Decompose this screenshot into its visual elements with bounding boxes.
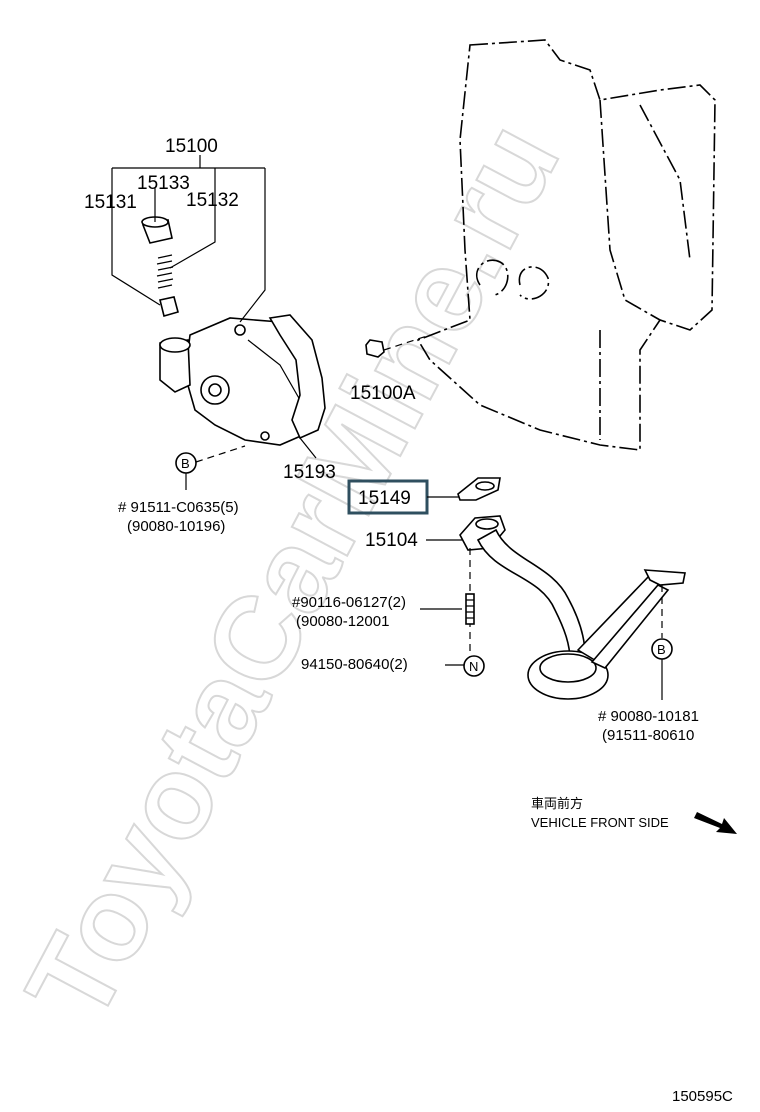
- nut-94150-80640: 94150-80640(2): [301, 656, 408, 673]
- marker-n: N: [469, 659, 478, 674]
- watermark: ToyotaCarMine.ru: [1, 102, 584, 1042]
- bolt-90080-10196: (90080-10196): [127, 518, 225, 535]
- label-15100a: 15100A: [350, 383, 416, 404]
- bolt-91511-80610: (91511-80610: [602, 727, 694, 744]
- part-15104-strainer: 15104: [365, 515, 686, 700]
- part-15149-gasket: 15149: [347, 477, 501, 515]
- engine-block-outline: [416, 39, 716, 451]
- part-15133-valve: [159, 296, 179, 317]
- callout-bolts-right: B # 90080-10181 (91511-80610: [598, 638, 699, 744]
- label-bracket-15100: [111, 155, 266, 323]
- label-15193: 15193: [283, 462, 336, 483]
- front-label-en: VEHICLE FRONT SIDE: [531, 815, 669, 830]
- part-stud-90116: #90116-06127(2) (90080-12001: [292, 593, 475, 630]
- part-15193-gasket: 15193: [268, 314, 336, 483]
- marker-b-left: B: [181, 456, 190, 471]
- stud-90116-06127: #90116-06127(2): [292, 594, 406, 611]
- bolt-90080-10181: # 90080-10181: [598, 708, 699, 725]
- part-15132-spring: [156, 254, 174, 289]
- label-15100: 15100: [165, 136, 218, 157]
- label-15131: 15131: [84, 192, 137, 213]
- stud-90080-12001: (90080-12001: [296, 613, 389, 630]
- front-arrow-icon: [694, 812, 737, 834]
- part-nut-94150: 94150-80640(2) N: [301, 655, 485, 677]
- label-15149: 15149: [358, 488, 411, 509]
- vehicle-front-indicator: 車両前方 VEHICLE FRONT SIDE: [531, 796, 737, 834]
- callout-bolts-left: B # 91511-C0635(5) (90080-10196): [118, 445, 246, 535]
- bolt-91511-c0635: # 91511-C0635(5): [118, 499, 239, 516]
- label-15132: 15132: [186, 190, 239, 211]
- part-15100a-dowel: 15100A: [350, 334, 431, 404]
- part-15131-plug: [141, 216, 173, 244]
- label-15133: 15133: [137, 173, 190, 194]
- marker-b-right: B: [657, 642, 666, 657]
- label-15104: 15104: [365, 530, 418, 551]
- front-label-jp: 車両前方: [531, 796, 583, 811]
- diagram-code: 150595C: [672, 1088, 733, 1105]
